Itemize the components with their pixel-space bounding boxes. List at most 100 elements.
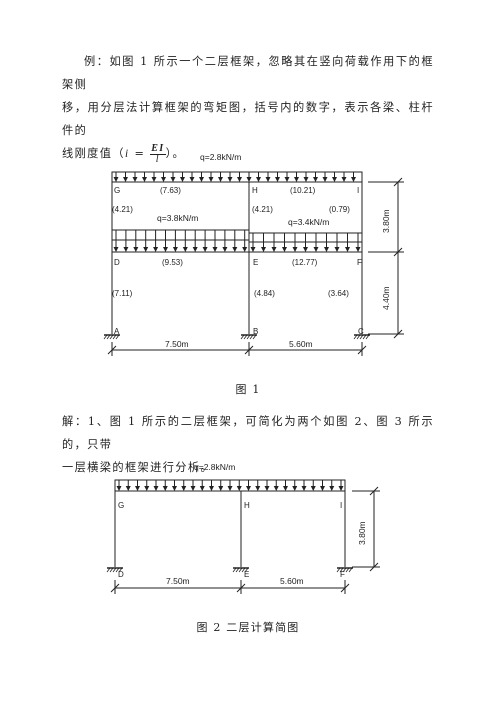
fixed-support-hatch: [241, 567, 246, 573]
dim-slash: [244, 345, 254, 355]
load-arrow-head: [237, 177, 242, 182]
load-arrow-head: [212, 247, 218, 252]
fixed-support-hatch: [235, 567, 240, 573]
load-arrow-head: [113, 177, 119, 182]
load-arrow-head: [227, 486, 233, 491]
load-arrow-head: [192, 247, 198, 252]
dim-slash: [236, 583, 246, 593]
load-arrow-head: [310, 486, 316, 491]
load-arrow-head: [320, 486, 325, 491]
load-arrow-head: [162, 486, 168, 491]
load-arrow-head: [151, 177, 157, 182]
fig2-load-label: q=2.8kN/m: [194, 462, 235, 472]
fig2-dim-label-height: 3.80m: [357, 521, 367, 545]
fixed-support-hatch: [244, 567, 249, 573]
load-arrow-head: [199, 177, 204, 182]
fig2-node-label-G: G: [118, 501, 124, 510]
fixed-support-hatch: [345, 567, 350, 573]
load-arrow-head: [294, 177, 299, 182]
load-arrow-head: [246, 177, 252, 182]
load-arrow-head: [332, 177, 337, 182]
fraction-numerator: EI: [150, 142, 166, 155]
load-arrow-head: [170, 177, 176, 182]
load-arrows-top: [113, 172, 356, 182]
load-arrow-head: [125, 486, 131, 491]
load-label-mid-right: q=3.4kN/m: [288, 217, 329, 227]
fixed-support-hatch: [106, 334, 111, 340]
load-arrow-head: [181, 486, 187, 491]
node-label-B: B: [253, 327, 258, 336]
fixed-support-hatch: [232, 567, 237, 573]
load-arrow-head: [209, 486, 214, 491]
solution-line-1: 解：1、图 1 所示的二层框架，可简化为两个如图 2、图 3 所示的，只带: [62, 415, 434, 451]
load-arrow-head: [283, 486, 288, 491]
fixed-support-hatch: [348, 567, 353, 573]
load-arrow-head: [329, 486, 335, 491]
load-arrow-head: [116, 486, 122, 491]
load-label-top: q=2.8kN/m: [200, 152, 241, 162]
column-stiffness-HE: (4.21): [252, 205, 273, 214]
fixed-support-hatch: [249, 334, 254, 340]
stiffness-symbol: i: [124, 148, 130, 160]
load-arrow-head: [144, 486, 150, 491]
load-arrow-head: [351, 177, 356, 182]
load-arrow-head: [303, 247, 308, 252]
beam-stiffness-GH: (7.63): [160, 186, 181, 195]
load-arrow-head: [345, 247, 350, 252]
load-arrow-head: [222, 247, 228, 252]
load-arrow-head: [153, 247, 159, 252]
fixed-support-hatch: [238, 567, 243, 573]
fixed-support-hatch: [359, 334, 364, 340]
intro-line-3-prefix: 线刚度值（: [62, 147, 125, 160]
load-arrow-head: [172, 247, 178, 252]
node-label-I: I: [357, 186, 359, 195]
beam-stiffness-DE: (9.53): [162, 258, 183, 267]
load-band-mid-left: [111, 229, 250, 241]
fig2-dim-label-width-2: 5.60m: [280, 576, 304, 586]
figure-1-caption: 图 1: [235, 383, 261, 396]
load-arrow-head: [313, 177, 318, 182]
load-arrow-head: [123, 247, 129, 252]
intro-paragraph: 例：如图 1 所示一个二层框架，忽略其在竖向荷载作用下的框架侧 移，用分层法计算…: [62, 50, 434, 166]
fixed-supports-fig1: [103, 334, 370, 340]
fixed-support-hatch: [252, 334, 257, 340]
dim-slash: [393, 247, 403, 257]
load-arrow-head: [250, 247, 256, 252]
fixed-support-hatch: [336, 567, 341, 573]
load-arrow-head: [143, 247, 149, 252]
intro-line-3-suffix: ）。: [165, 147, 186, 160]
fig2-node-label-E: E: [244, 570, 249, 579]
fixed-support-hatch: [243, 334, 248, 340]
load-arrow-head: [242, 247, 248, 252]
load-arrow-head: [189, 177, 195, 182]
dim-slash: [340, 583, 350, 593]
fig2-load-arrows: [116, 480, 344, 491]
load-arrow-head: [292, 486, 298, 491]
load-arrow-head: [303, 177, 309, 182]
load-arrow-head: [338, 486, 344, 491]
load-arrow-head: [275, 177, 280, 182]
load-arrow-head: [163, 247, 168, 252]
load-arrow-head: [273, 486, 279, 491]
load-arrow-head: [271, 247, 277, 252]
load-arrow-head: [227, 177, 233, 182]
load-arrow-head: [123, 177, 128, 182]
load-arrow-head: [190, 486, 196, 491]
load-arrow-head: [236, 486, 242, 491]
fixed-support-hatch: [112, 567, 117, 573]
fixed-support-hatch: [362, 334, 367, 340]
column-stiffness-EB: (4.84): [254, 289, 275, 298]
load-arrow-head: [334, 247, 340, 252]
load-arrow-head: [324, 247, 329, 252]
fixed-support-hatch: [106, 567, 111, 573]
equals-sign: =: [134, 147, 146, 160]
node-label-A: A: [114, 327, 120, 336]
beam-stiffness-EF: (12.77): [292, 258, 318, 267]
node-label-H: H: [252, 186, 258, 195]
load-arrow-head: [180, 177, 185, 182]
fig2-node-label-F: F: [340, 570, 345, 579]
node-label-D: D: [114, 258, 120, 267]
